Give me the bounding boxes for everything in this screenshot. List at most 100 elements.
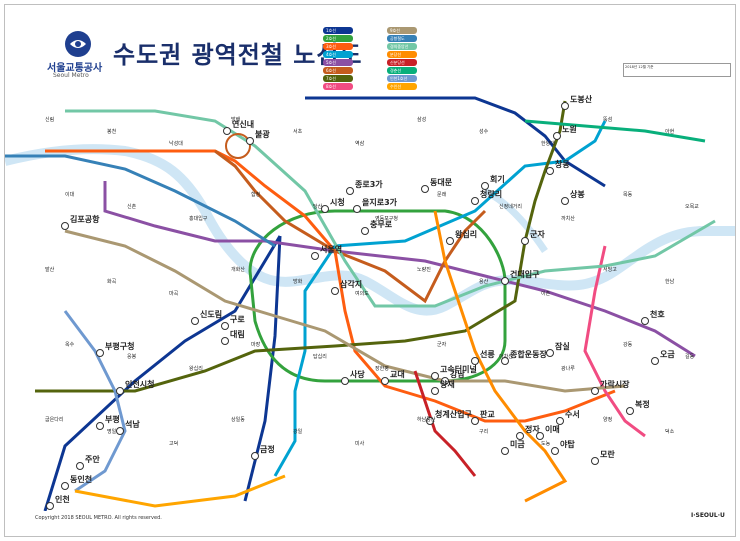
- station-label[interactable]: 응봉: [127, 354, 137, 360]
- transfer-station-marker[interactable]: [556, 417, 564, 425]
- station-label-major[interactable]: 군자: [530, 229, 545, 239]
- station-label[interactable]: 신정네거리: [499, 203, 522, 210]
- station-label-major[interactable]: 고속터미널: [440, 364, 477, 374]
- transfer-station-marker[interactable]: [381, 377, 389, 385]
- station-label-major[interactable]: 이매: [545, 424, 560, 434]
- station-label-major[interactable]: 야탑: [560, 439, 575, 449]
- station-label-major[interactable]: 양재: [440, 379, 455, 389]
- transfer-station-marker[interactable]: [471, 357, 479, 365]
- station-label-major[interactable]: 사당: [350, 369, 365, 379]
- transfer-station-marker[interactable]: [431, 387, 439, 395]
- station-label-major[interactable]: 미금: [510, 439, 525, 449]
- station-label-major[interactable]: 충무로: [370, 219, 393, 229]
- transfer-station-marker[interactable]: [651, 357, 659, 365]
- station-label[interactable]: 낙성대: [169, 140, 183, 147]
- transfer-station-marker[interactable]: [561, 197, 569, 205]
- transfer-station-marker[interactable]: [61, 482, 69, 490]
- station-label-major[interactable]: 교대: [390, 369, 405, 379]
- station-label-major[interactable]: 주안: [85, 454, 100, 464]
- station-label-major[interactable]: 모란: [600, 449, 615, 459]
- station-label-major[interactable]: 부평구청: [105, 341, 134, 351]
- transfer-station-marker[interactable]: [536, 432, 544, 440]
- station-label[interactable]: 봉천: [107, 128, 117, 135]
- station-label[interactable]: 마곡: [169, 290, 179, 297]
- station-label-major[interactable]: 동대문: [430, 177, 453, 187]
- transfer-station-marker[interactable]: [501, 277, 509, 285]
- transfer-station-marker[interactable]: [221, 337, 229, 345]
- transfer-station-marker[interactable]: [46, 502, 54, 510]
- station-label-major[interactable]: 신도림: [200, 309, 222, 319]
- station-label[interactable]: 도농: [541, 441, 551, 447]
- station-label-major[interactable]: 복정: [635, 399, 650, 409]
- transfer-station-marker[interactable]: [591, 457, 599, 465]
- station-label-major[interactable]: 불광: [255, 129, 270, 139]
- station-label-major[interactable]: 오금: [660, 350, 675, 359]
- station-label[interactable]: 양정: [603, 416, 612, 423]
- station-label-major[interactable]: 청계산입구: [435, 409, 472, 419]
- station-label[interactable]: 한양대: [541, 140, 555, 147]
- station-label[interactable]: 성수: [479, 128, 489, 135]
- station-label-major[interactable]: 건대입구: [510, 269, 540, 279]
- station-label[interactable]: 서빙고: [603, 266, 617, 273]
- station-label[interactable]: 합정: [251, 191, 260, 198]
- station-label-major[interactable]: 노원: [562, 124, 577, 134]
- transfer-station-marker[interactable]: [553, 132, 561, 140]
- transfer-station-marker[interactable]: [251, 452, 259, 460]
- station-label[interactable]: 영등포구청: [375, 215, 398, 222]
- transfer-station-marker[interactable]: [116, 427, 124, 435]
- transfer-station-marker[interactable]: [96, 349, 104, 357]
- transfer-station-marker[interactable]: [471, 417, 479, 425]
- station-label-major[interactable]: 잠실: [555, 341, 570, 351]
- station-label-major[interactable]: 구로: [230, 315, 245, 324]
- station-label[interactable]: 하남풍산: [417, 416, 436, 423]
- transfer-station-marker[interactable]: [501, 357, 509, 365]
- station-label[interactable]: 장한평: [375, 365, 389, 372]
- station-label-major[interactable]: 왕십리: [455, 229, 477, 239]
- station-label-major[interactable]: 가락시장: [600, 379, 630, 389]
- station-label[interactable]: 한남: [665, 278, 675, 285]
- transfer-station-marker[interactable]: [546, 349, 554, 357]
- station-label[interactable]: 당산: [313, 203, 323, 210]
- station-label[interactable]: 삼성: [417, 116, 426, 123]
- station-label[interactable]: 신림: [45, 116, 54, 123]
- transfer-station-marker[interactable]: [116, 387, 124, 395]
- transfer-station-marker[interactable]: [561, 102, 569, 110]
- station-label-major[interactable]: 석남: [125, 419, 140, 429]
- transfer-station-marker[interactable]: [551, 447, 559, 455]
- station-label-major[interactable]: 종합운동장: [510, 349, 547, 359]
- station-label[interactable]: 목동: [623, 192, 633, 198]
- transfer-station-marker[interactable]: [481, 182, 489, 190]
- transfer-station-marker[interactable]: [626, 407, 634, 415]
- station-label[interactable]: 아차산: [499, 353, 513, 360]
- station-label-major[interactable]: 부평: [105, 414, 120, 424]
- station-label[interactable]: 고덕: [169, 440, 178, 447]
- station-label[interactable]: 옥수: [65, 342, 75, 348]
- transfer-station-marker[interactable]: [471, 197, 479, 205]
- station-label-major[interactable]: 상봉: [570, 189, 585, 199]
- station-label-major[interactable]: 판교: [480, 409, 495, 419]
- station-label[interactable]: 개화산: [231, 266, 245, 273]
- station-label-major[interactable]: 인천시청: [125, 379, 154, 389]
- station-label[interactable]: 광나루: [561, 365, 575, 372]
- station-label-major[interactable]: 선릉: [480, 349, 495, 359]
- transfer-station-marker[interactable]: [546, 167, 554, 175]
- station-label[interactable]: 굽은다리: [45, 416, 63, 423]
- transfer-station-marker[interactable]: [441, 377, 449, 385]
- station-label[interactable]: 역삼: [355, 140, 365, 147]
- station-label-major[interactable]: 도봉산: [570, 94, 593, 104]
- station-label[interactable]: 이촌: [541, 290, 551, 297]
- transfer-station-marker[interactable]: [353, 205, 361, 213]
- transfer-station-marker[interactable]: [191, 317, 199, 325]
- station-label[interactable]: 강동: [623, 341, 633, 348]
- station-label[interactable]: 화곡: [107, 279, 117, 285]
- station-label-major[interactable]: 회기: [490, 174, 505, 184]
- station-label[interactable]: 서초: [293, 128, 303, 135]
- station-label-major[interactable]: 을지로3가: [362, 197, 398, 207]
- station-label-major[interactable]: 창동: [555, 159, 570, 169]
- transfer-station-marker[interactable]: [96, 422, 104, 430]
- transfer-station-marker[interactable]: [221, 322, 229, 330]
- station-label[interactable]: 문래: [437, 191, 447, 198]
- station-label-major[interactable]: 강남: [450, 369, 465, 379]
- station-label[interactable]: 군자: [437, 341, 447, 348]
- station-label-major[interactable]: 삼각지: [340, 279, 362, 289]
